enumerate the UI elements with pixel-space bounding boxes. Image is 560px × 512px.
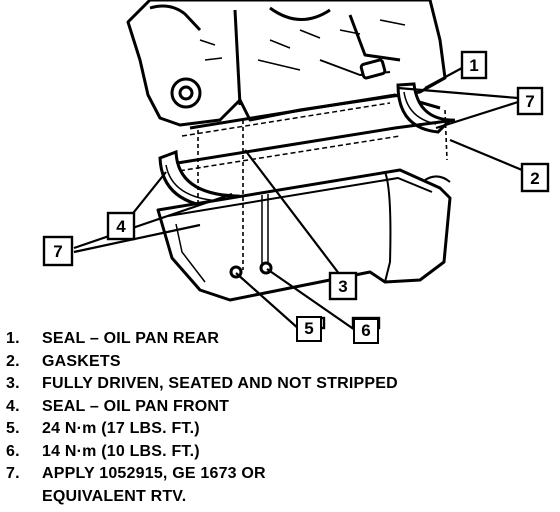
legend-item-text: FULLY DRIVEN, SEATED AND NOT STRIPPED: [42, 375, 398, 392]
callout-3-label: 3: [338, 277, 347, 296]
legend-item-number: 2.: [6, 352, 20, 370]
oil-pan: [156, 168, 452, 302]
lower-gaskets: [164, 118, 456, 173]
upper-gaskets: [181, 93, 441, 137]
callout-7-top-label: 7: [525, 92, 534, 111]
legend-item-number: 7.: [6, 465, 20, 482]
callout-2-label: 2: [530, 169, 539, 188]
callout-2: 2: [520, 162, 550, 193]
callout-7-left: 7: [42, 235, 74, 267]
legend: 1. SEAL – OIL PAN REAR 2. GASKETS 3. FUL…: [6, 328, 398, 508]
oil-pan-exploded-diagram: 1 7 2 4 7 3: [42, 0, 550, 330]
callout-1: 1: [460, 50, 488, 80]
legend-item: 2. GASKETS: [6, 351, 398, 374]
legend-item-text: 14 N·m (10 LBS. FT.): [42, 442, 200, 460]
legend-item: 6. 14 N·m (10 LBS. FT.): [6, 441, 398, 464]
legend-item-number: 3.: [6, 375, 20, 392]
legend-item-text: APPLY 1052915, GE 1673 OR: [42, 465, 266, 482]
legend-item: 1. SEAL – OIL PAN REAR: [6, 328, 398, 351]
callout-3: 3: [328, 271, 358, 301]
callout-7-top: 7: [516, 86, 544, 116]
callout-6-label: 6: [361, 321, 371, 340]
callout-6-box: 6: [353, 318, 379, 344]
legend-item: 5. 24 N·m (17 LBS. FT.): [6, 418, 398, 441]
legend-item-text: SEAL – OIL PAN FRONT: [42, 397, 230, 415]
legend-item: 3. FULLY DRIVEN, SEATED AND NOT STRIPPED: [6, 373, 398, 396]
legend-item-text: SEAL – OIL PAN REAR: [42, 330, 220, 347]
legend-item-number: 4.: [6, 397, 20, 415]
legend-item-number: 1.: [6, 330, 20, 347]
legend-item-number: 5.: [6, 420, 20, 437]
callout-1-label: 1: [469, 56, 478, 75]
callout-4: 4: [106, 211, 136, 241]
legend-item: 4. SEAL – OIL PAN FRONT: [6, 396, 398, 419]
legend-item-number: 6.: [6, 442, 20, 460]
callout-4-label: 4: [116, 217, 126, 236]
callout-5-label: 5: [304, 319, 314, 338]
legend-item-text: GASKETS: [42, 352, 121, 370]
legend-item: 7. APPLY 1052915, GE 1673 OR: [6, 463, 398, 486]
legend-item-text: 24 N·m (17 LBS. FT.): [42, 420, 200, 437]
bolt-lines: [197, 109, 448, 270]
legend-continuation: EQUIVALENT RTV.: [6, 486, 398, 509]
legend-continuation-text: EQUIVALENT RTV.: [42, 487, 187, 505]
callout-7-left-label: 7: [53, 242, 62, 261]
engine-block: [126, 0, 447, 127]
callout-5-box: 5: [296, 316, 322, 342]
